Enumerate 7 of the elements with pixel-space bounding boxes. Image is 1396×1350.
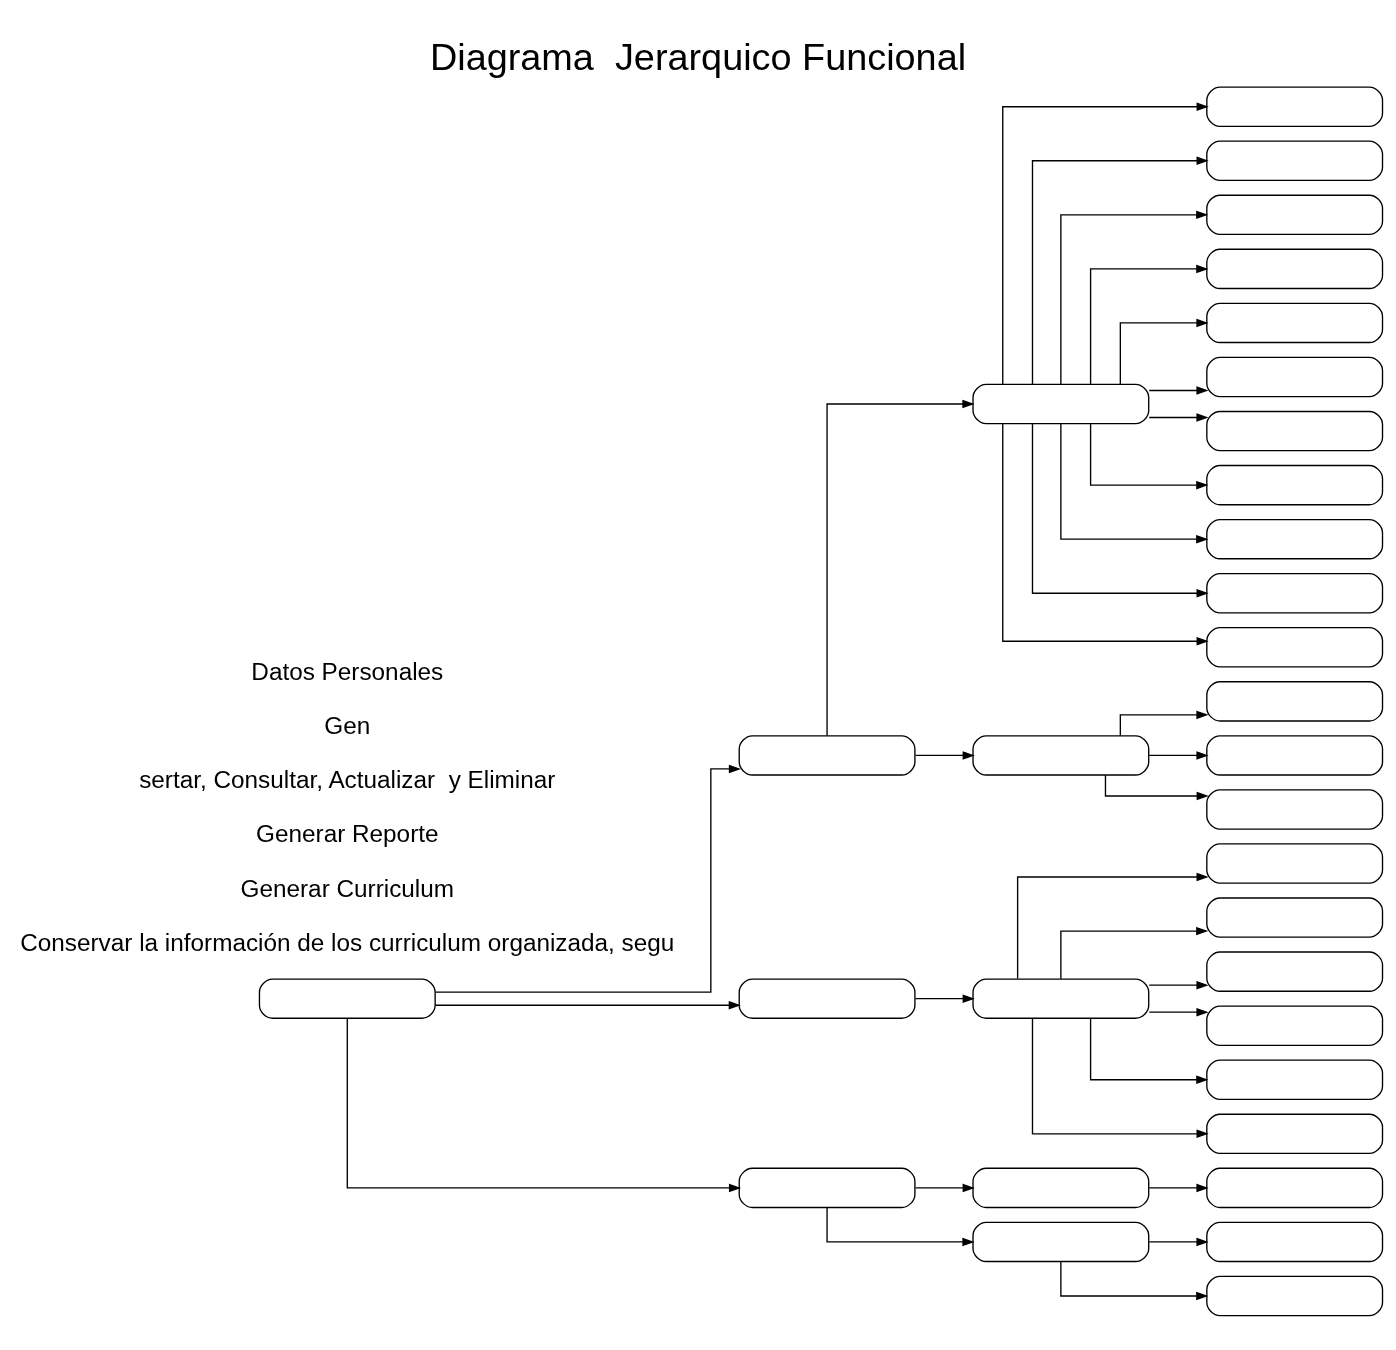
label: sertar, Consultar, Actualizar y Eliminar <box>139 766 556 794</box>
diagram-title: Diagrama Jerarquico Funcional <box>429 36 967 79</box>
label: Conservar la información de los curriculum organizada, segu <box>20 928 675 956</box>
label: Datos Personales <box>251 658 444 686</box>
label: Generar Curriculum <box>240 874 455 902</box>
label: Gen <box>324 712 371 740</box>
label: Generar Reporte <box>256 820 439 848</box>
